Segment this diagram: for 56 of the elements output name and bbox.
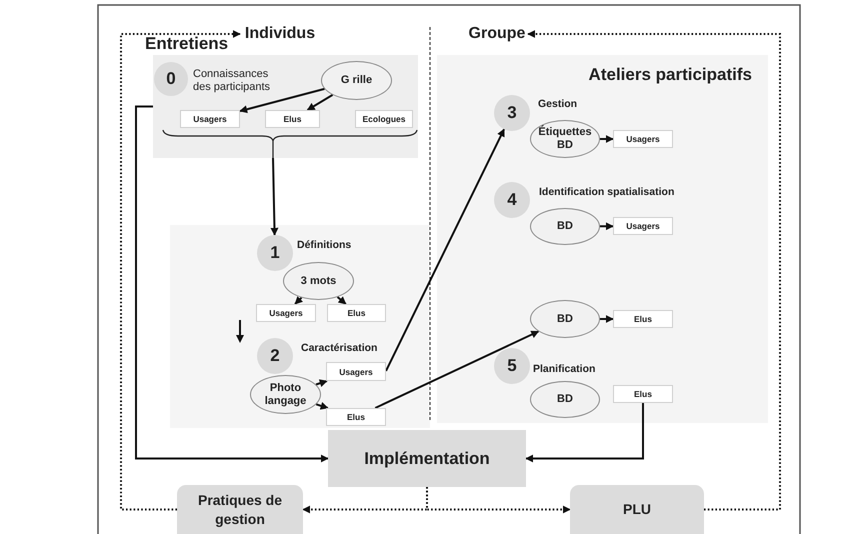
- participant-box: Elus: [613, 385, 673, 403]
- participant-box: Elus: [265, 110, 320, 128]
- arrow: [294, 296, 304, 305]
- step-label: Planification: [533, 363, 596, 376]
- panel-background: [437, 55, 768, 423]
- panel-heading: Entretiens: [145, 34, 228, 54]
- arrow: [374, 330, 540, 409]
- step-label: Connaissances des participants: [193, 68, 272, 94]
- method-ellipse: 3 mots: [283, 262, 354, 300]
- participant-box: Elus: [326, 408, 386, 426]
- method-ellipse: Photo langage: [250, 375, 321, 414]
- arrow: [385, 128, 505, 372]
- step-label: Caractérisation: [301, 342, 378, 355]
- step-label: Définitions: [297, 239, 352, 252]
- method-ellipse: G rille: [321, 61, 392, 100]
- participant-box: Usagers: [326, 362, 386, 381]
- panel-heading: Ateliers participatifs: [588, 65, 752, 85]
- column-heading: Individus: [240, 24, 320, 44]
- arrow: [270, 158, 278, 236]
- participant-box: Elus: [327, 304, 386, 322]
- participant-box: Usagers: [613, 217, 673, 235]
- arrow: [525, 403, 644, 462]
- dotted-arrow: [120, 30, 241, 510]
- step-number-circle: 1: [257, 235, 293, 271]
- dotted-arrow: [426, 487, 571, 514]
- step-number-circle: 4: [494, 182, 530, 218]
- step-number-circle: 3: [494, 95, 530, 131]
- step-number-circle: 0: [154, 62, 188, 96]
- step-number-circle: 2: [257, 338, 293, 374]
- process-box: Implémentation: [328, 430, 526, 487]
- outcome-box: PLU: [570, 485, 704, 534]
- arrow: [316, 379, 328, 387]
- participant-box: Ecologues: [355, 110, 413, 128]
- arrow: [336, 296, 346, 305]
- arrow: [316, 402, 329, 410]
- method-ellipse: BD: [530, 381, 600, 418]
- step-number-circle: 5: [494, 348, 530, 384]
- method-ellipse: BD: [530, 300, 600, 338]
- arrow: [306, 94, 334, 111]
- method-ellipse: Étiquettes BD: [530, 120, 600, 158]
- outcome-box: Pratiques de gestion: [177, 485, 303, 534]
- method-ellipse: BD: [530, 208, 600, 245]
- arrow: [600, 315, 614, 323]
- participant-box: Usagers: [613, 130, 673, 148]
- arrow: [135, 106, 329, 462]
- column-heading: Groupe: [466, 24, 528, 44]
- arrow: [600, 222, 614, 230]
- arrow: [600, 135, 614, 143]
- step-label: Gestion: [538, 98, 578, 111]
- participant-box: Usagers: [256, 304, 316, 322]
- participant-box: Elus: [613, 310, 673, 328]
- dotted-arrow: [527, 30, 781, 510]
- participant-box: Usagers: [180, 110, 240, 128]
- step-label: Identification spatialisation: [539, 186, 676, 199]
- panel-background: [170, 225, 430, 428]
- arrow: [239, 88, 325, 114]
